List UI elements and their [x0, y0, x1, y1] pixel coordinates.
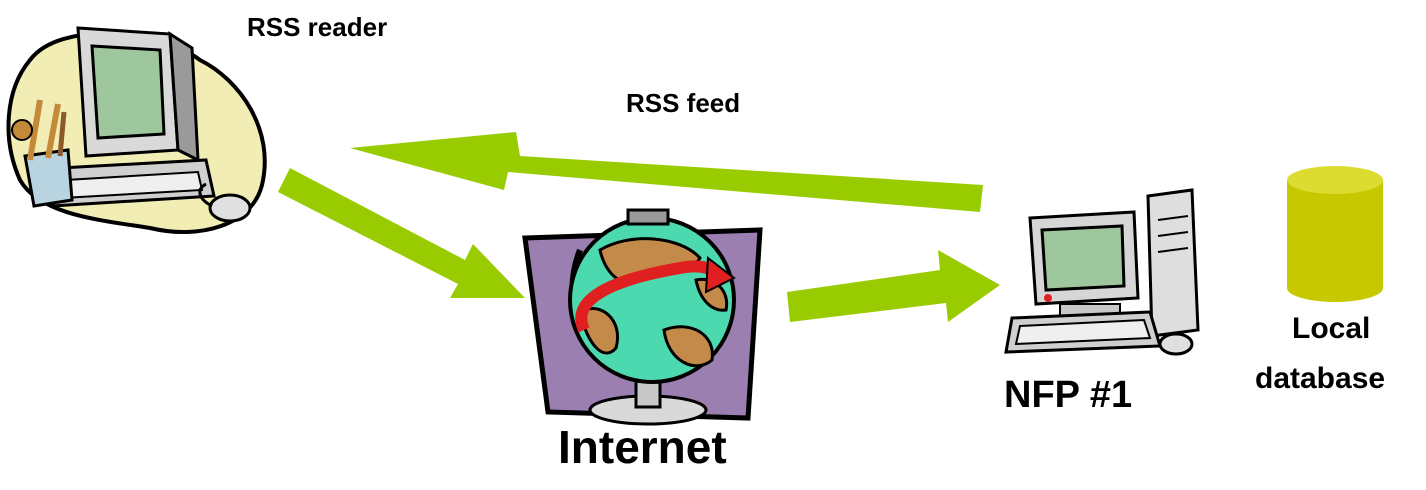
internet-globe-icon — [522, 208, 763, 426]
nfp-server-icon — [1004, 188, 1200, 356]
database-label-line2: database — [1255, 362, 1386, 395]
rss-feed-label: RSS feed — [626, 88, 741, 118]
nfp-label: NFP #1 — [1004, 374, 1133, 416]
arrow-internet-to-nfp — [787, 250, 1000, 322]
internet-label: Internet — [558, 421, 727, 473]
rss-reader-computer-icon — [6, 26, 267, 235]
arrow-reader-to-internet — [278, 168, 525, 298]
rss-reader-label: RSS reader — [247, 12, 388, 42]
local-database-icon — [1287, 166, 1383, 302]
arrow-nfp-to-reader — [350, 132, 983, 212]
database-label-line1: Local — [1292, 312, 1371, 345]
